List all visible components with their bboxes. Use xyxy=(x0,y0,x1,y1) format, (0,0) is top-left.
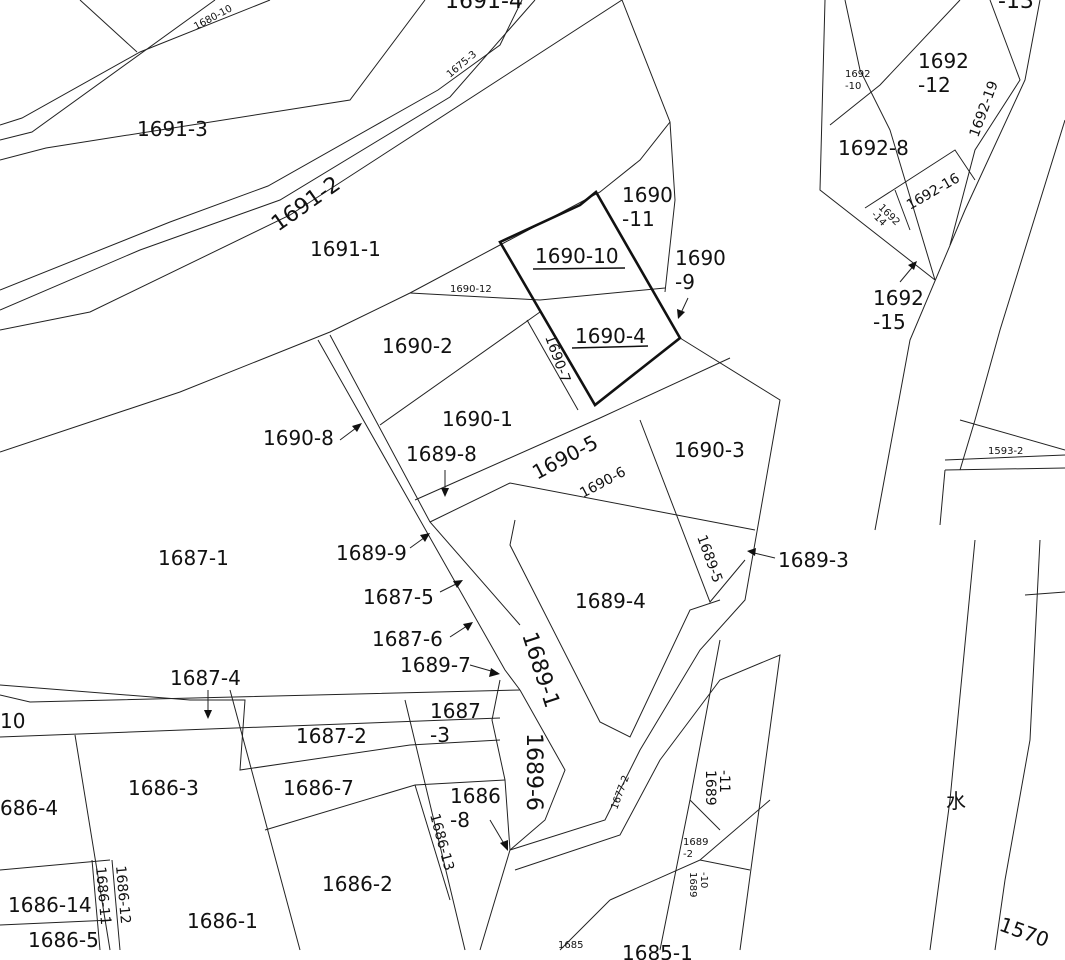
parcel-label: 1686-8 xyxy=(450,784,501,832)
subject-parcel-label: 1690-10 xyxy=(535,244,619,268)
parcel-label: 1689-6 xyxy=(521,733,546,811)
parcel-label: 1689-4 xyxy=(575,589,646,613)
parcel-label: 1687-6 xyxy=(372,627,443,651)
parcel-label: 1690-11 xyxy=(622,183,673,231)
parcel-label: 1593-2 xyxy=(988,446,1023,457)
parcel-label: 1686-14 xyxy=(8,893,92,917)
parcel-label: 1689-10 xyxy=(687,872,709,897)
parcel-label: 1687-5 xyxy=(363,585,434,609)
parcel-label: 1689-5 xyxy=(693,533,725,585)
parcel-label: 1690-12 xyxy=(450,284,492,295)
parcel-label: 1689-7 xyxy=(400,653,471,677)
parcel-label: 1680-10 xyxy=(192,3,234,32)
parcel-label: 1687-1 xyxy=(158,546,229,570)
parcel-label: 1689-9 xyxy=(336,541,407,565)
parcel-label: 1691-3 xyxy=(137,117,208,141)
parcel-label: 1689-1 xyxy=(516,629,564,711)
parcel-label: 686-4 xyxy=(0,796,58,820)
parcel-label: 1691-4 xyxy=(445,0,523,14)
parcel-label: 1685 xyxy=(558,940,583,951)
parcel-label: 1691-1 xyxy=(310,237,381,261)
parcel-label: 1692-12 xyxy=(918,49,969,97)
parcel-label: 1686-5 xyxy=(28,928,99,952)
parcel-label: 1692-8 xyxy=(838,136,909,160)
parcel-label: 10 xyxy=(0,709,25,733)
parcel-label: 1689-11 xyxy=(702,770,732,806)
parcel-label: 1692-15 xyxy=(873,286,924,334)
parcel-label: 1686-1 xyxy=(187,909,258,933)
parcel-label: 1686-3 xyxy=(128,776,199,800)
parcel-label: 1690-8 xyxy=(263,426,334,450)
parcel-label: 1690-6 xyxy=(577,464,628,501)
parcel-label: 1692-10 xyxy=(845,69,870,92)
parcel-label: 1686-11 xyxy=(92,866,113,926)
parcel-label: 1689-3 xyxy=(778,548,849,572)
parcel-label: 1691-2 xyxy=(267,172,345,237)
parcel-label: 1570 xyxy=(996,912,1052,952)
parcel-label: 1692-14 xyxy=(869,202,902,235)
parcel-label: 1690-1 xyxy=(442,407,513,431)
parcel-label: 1685-1 xyxy=(622,941,693,960)
parcel-label: 1690-3 xyxy=(674,438,745,462)
parcel-label: 1677-2 xyxy=(609,774,631,811)
parcel-label: 1686-7 xyxy=(283,776,354,800)
leader-arrows xyxy=(204,261,917,851)
water-label: 水 xyxy=(946,789,966,813)
parcel-label: 1675-3 xyxy=(445,49,479,80)
parcel-label: 1692-19 xyxy=(967,79,1002,139)
parcel-label: 1690-5 xyxy=(528,430,602,484)
subject-parcel-outline[interactable] xyxy=(498,190,682,407)
parcel-label: 1686-2 xyxy=(322,872,393,896)
parcel-label: 1686-12 xyxy=(112,865,133,925)
parcel-label: 1690-9 xyxy=(675,246,726,294)
parcel-label: 1689-8 xyxy=(406,442,477,466)
parcel-label: 1687-3 xyxy=(430,699,481,747)
parcel-label: 1690-2 xyxy=(382,334,453,358)
parcel-label: 1689-2 xyxy=(683,837,708,860)
parcel-label: -13 xyxy=(998,0,1034,14)
parcel-label: 1687-4 xyxy=(170,666,241,690)
parcel-label: 1687-2 xyxy=(296,724,367,748)
subject-parcel-label: 1690-4 xyxy=(575,324,646,348)
